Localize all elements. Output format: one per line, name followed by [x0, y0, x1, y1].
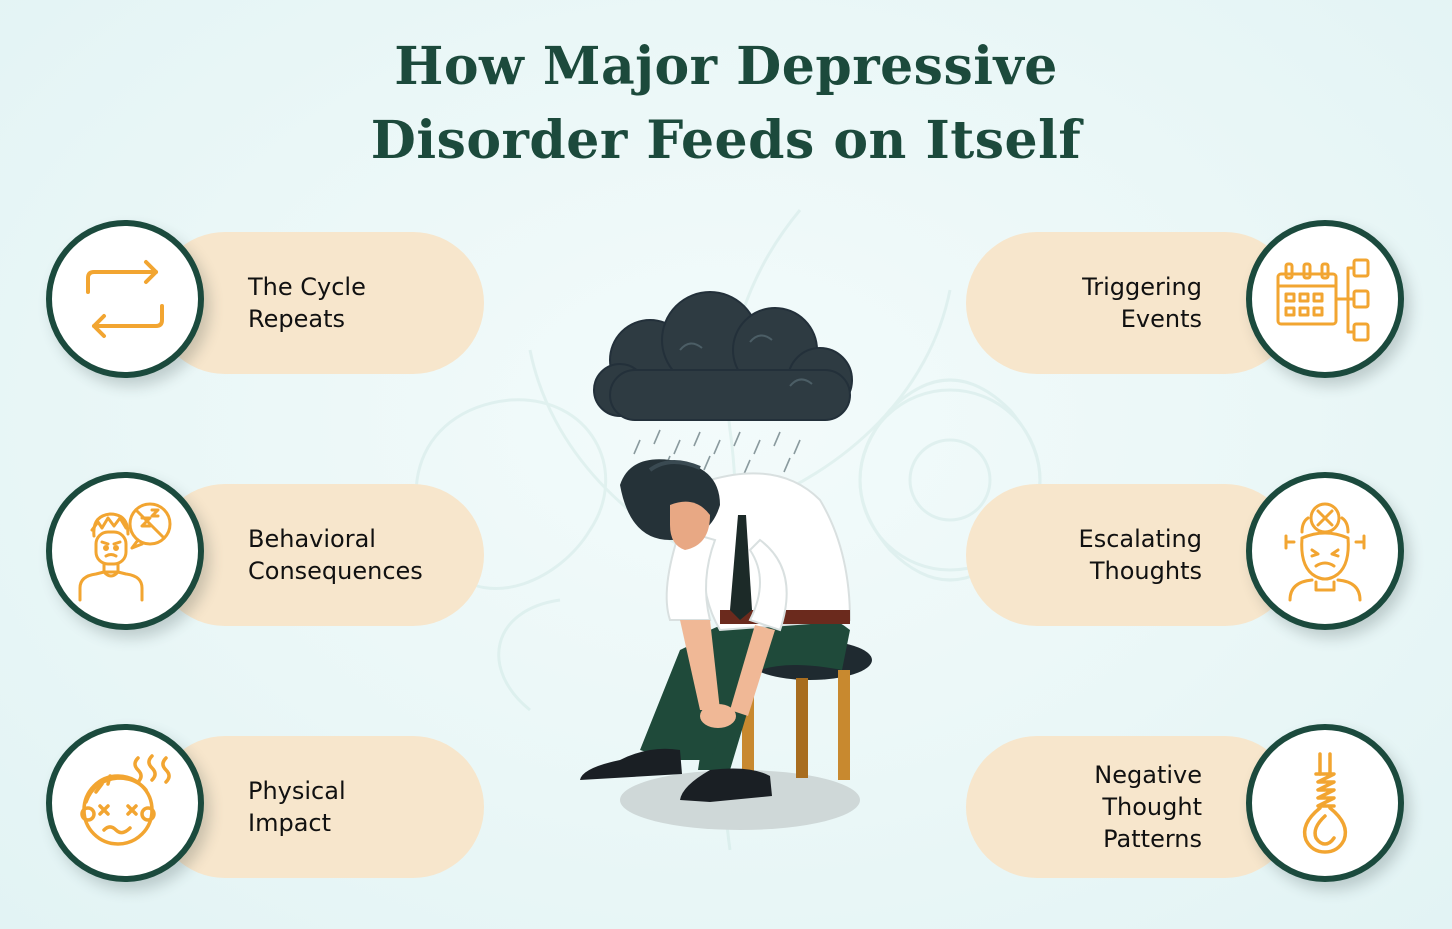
depressed-man-illustration — [580, 291, 872, 830]
card-label: Behavioral Consequences — [248, 525, 423, 585]
card-pill — [966, 736, 1296, 878]
icon-circle — [46, 472, 204, 630]
ground-shadow — [620, 770, 860, 830]
icon-circle — [1246, 472, 1404, 630]
card-the-cycle-repeats: The Cycle Repeats — [46, 220, 484, 378]
icon-circle — [1246, 220, 1404, 378]
icon-circle — [46, 220, 204, 378]
page-title: How Major Depressive Disorder Feeds on I… — [0, 30, 1452, 178]
card-negative-thought-patterns: Negative Thought Patterns — [966, 724, 1404, 882]
title-line-2: Disorder Feeds on Itself — [370, 110, 1082, 171]
card-triggering-events: Triggering Events — [966, 220, 1404, 378]
card-label: Escalating Thoughts — [1078, 525, 1202, 585]
calendar-flow-icon — [1276, 258, 1370, 342]
card-label: Physical Impact — [248, 777, 346, 837]
head — [620, 459, 720, 550]
shoes — [580, 748, 772, 802]
rain-cloud — [593, 291, 853, 421]
card-pill — [966, 484, 1296, 626]
card-label: Triggering Events — [1082, 273, 1202, 333]
dizzy-face-icon — [80, 754, 171, 846]
card-behavioral-consequences: Behavioral Consequences — [46, 472, 484, 630]
card-pill — [154, 232, 484, 374]
title-line-1: How Major Depressive — [394, 36, 1058, 97]
noose-icon — [1302, 752, 1348, 854]
icon-circle — [46, 724, 204, 882]
card-physical-impact: Physical Impact — [46, 724, 484, 882]
stressed-head-icon — [1284, 502, 1366, 602]
arms — [665, 528, 788, 728]
card-escalating-thoughts: Escalating Thoughts — [966, 472, 1404, 630]
frustrated-person-icon — [78, 502, 172, 602]
card-pill — [154, 736, 484, 878]
card-label: The Cycle Repeats — [248, 273, 366, 333]
icon-circle — [1246, 724, 1404, 882]
card-label: Negative Thought Patterns — [1094, 761, 1202, 853]
cycle-arrows-icon — [86, 260, 164, 338]
card-pill — [154, 484, 484, 626]
card-pill — [966, 232, 1296, 374]
